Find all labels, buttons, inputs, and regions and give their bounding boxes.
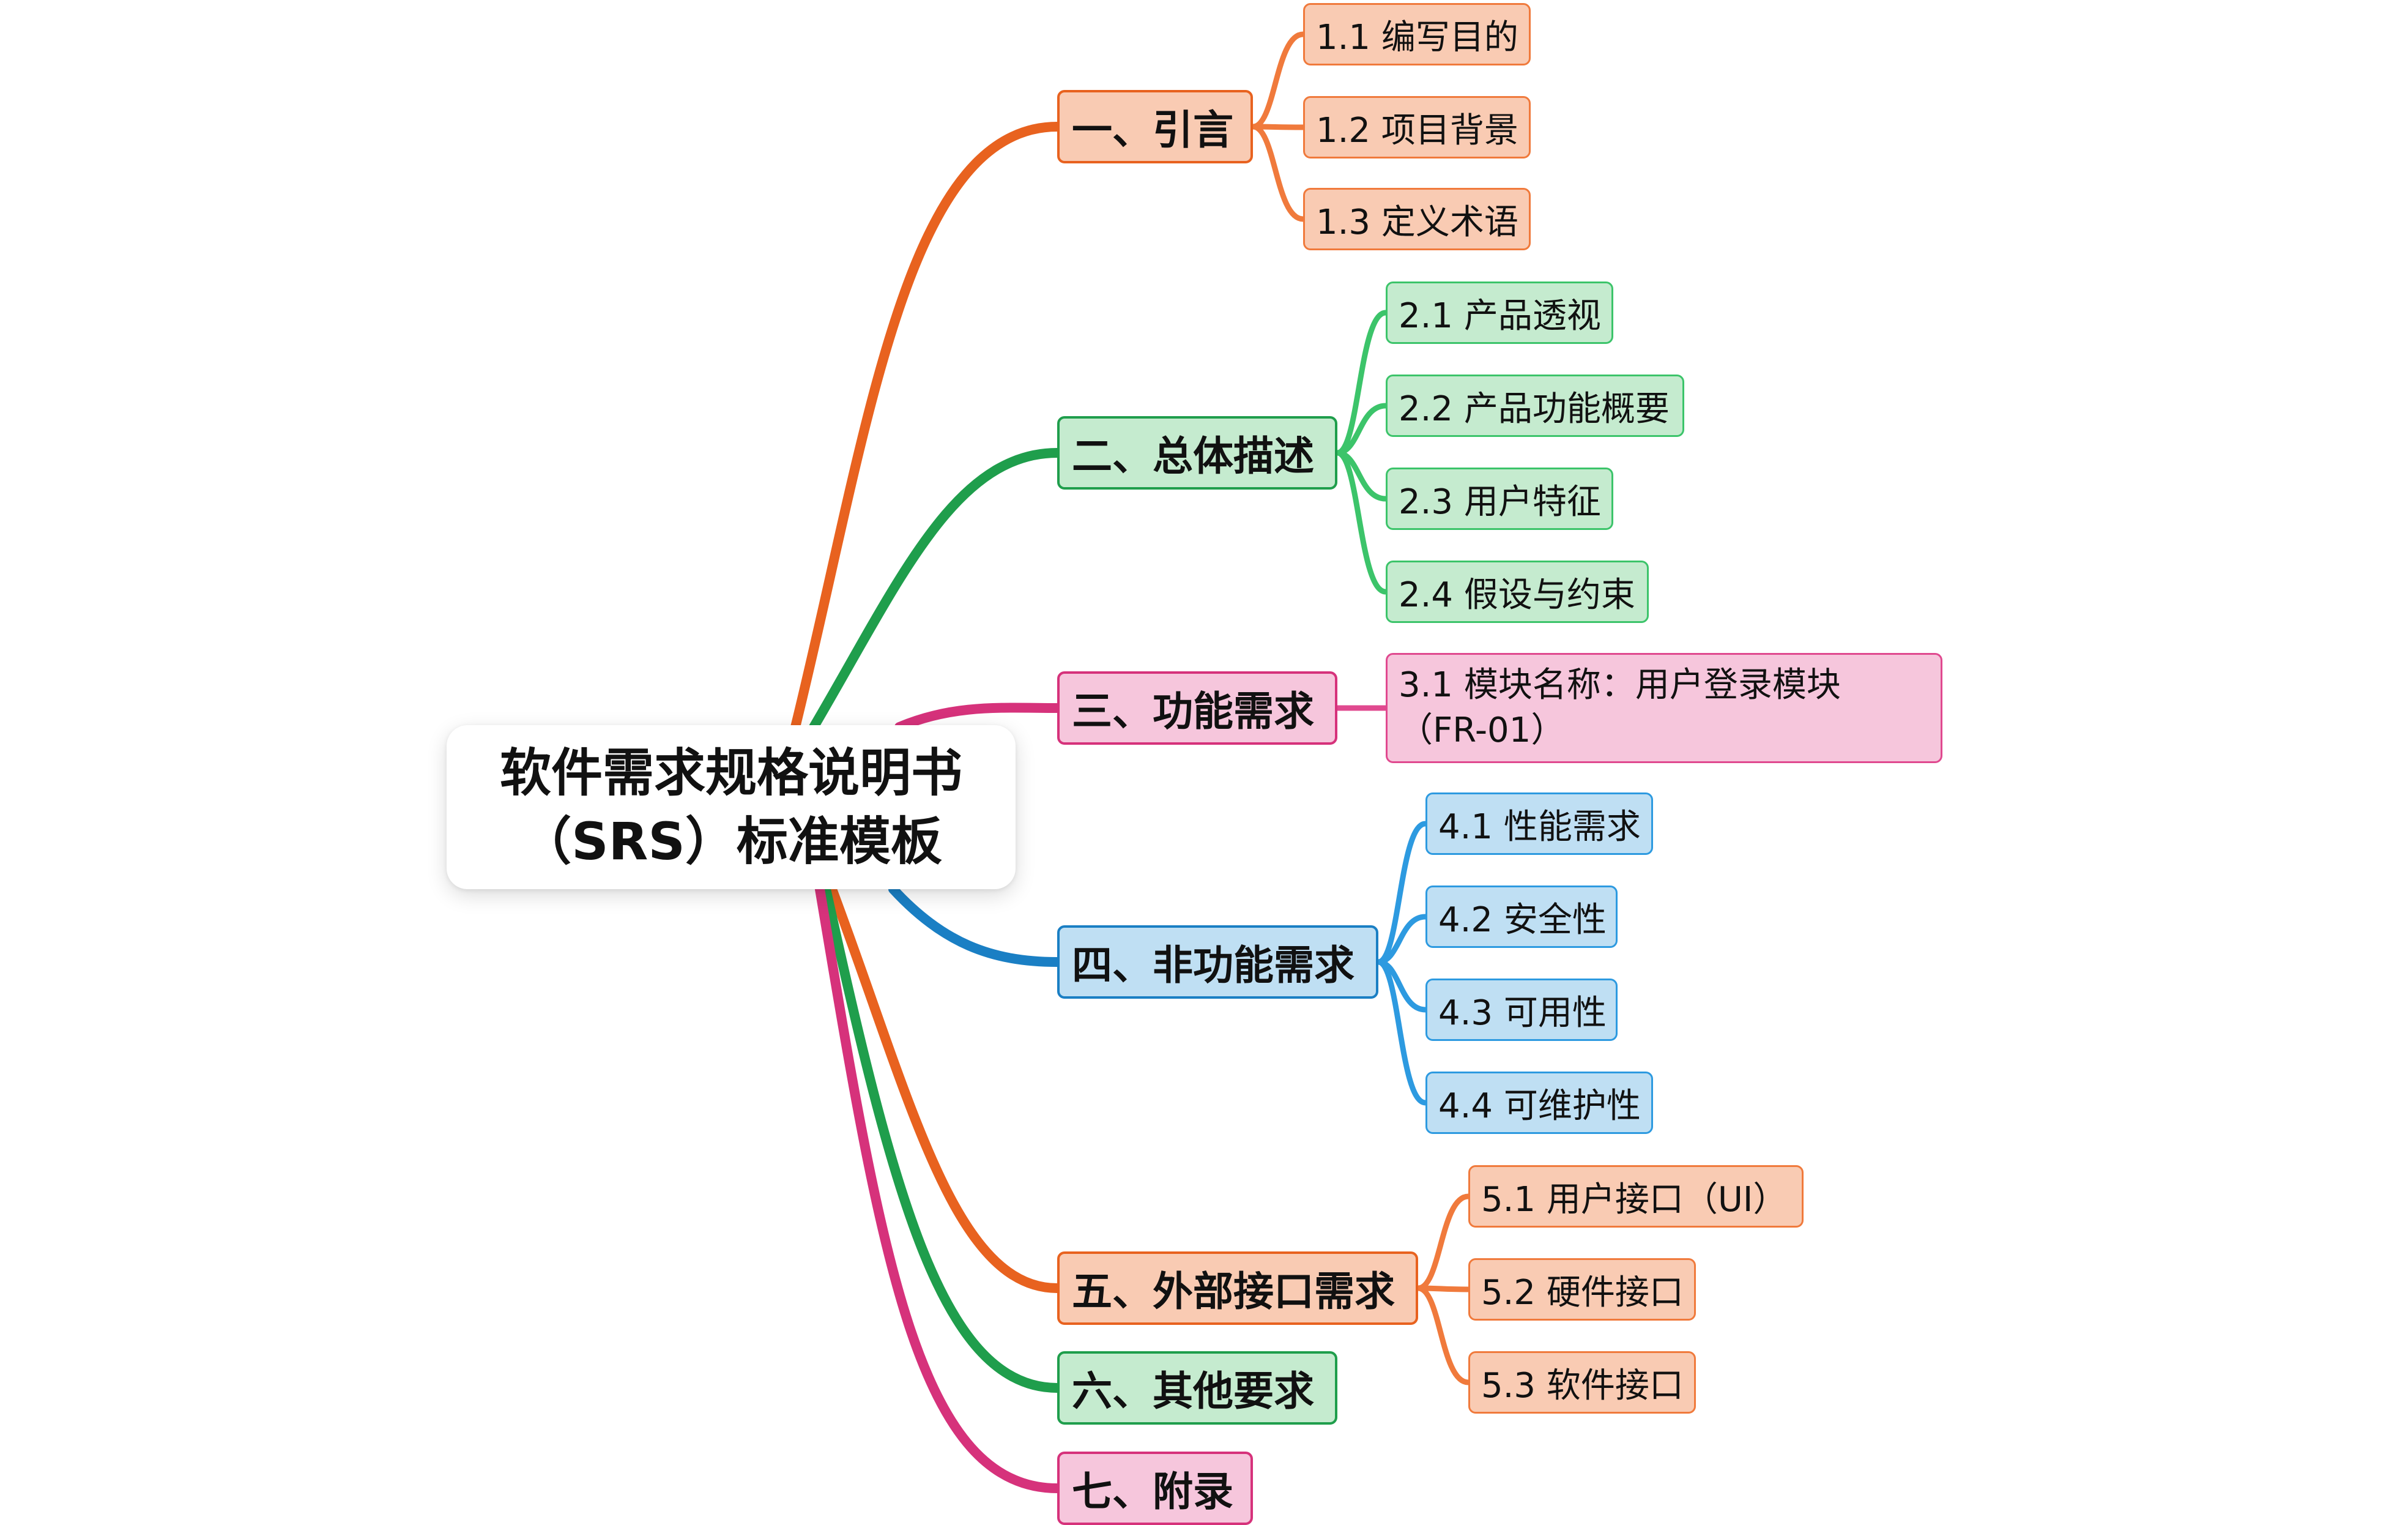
subtopic-label: 5.2 硬件接口 xyxy=(1481,1272,1684,1313)
subtopic-label: 2.4 假设与约束 xyxy=(1399,575,1635,615)
branch-label: 七、附录 xyxy=(1072,1468,1233,1515)
connector-branch-4-sub-4 xyxy=(1375,959,1429,1106)
connector-root-branch-4 xyxy=(888,884,1062,967)
connector-branch-4-sub-2 xyxy=(1375,914,1429,965)
branch-label: 四、非功能需求 xyxy=(1072,942,1354,989)
connector-branch-2-sub-1 xyxy=(1334,310,1389,456)
branch-label: 六、其他要求 xyxy=(1072,1368,1314,1415)
connector-root-branch-1 xyxy=(790,122,1062,732)
root-topic[interactable]: 软件需求规格说明书 （SRS）标准模板 xyxy=(447,725,1016,889)
subtopic-5-1[interactable]: 5.1 用户接口（UI） xyxy=(1468,1165,1804,1228)
branch-functional-requirements[interactable]: 三、功能需求 xyxy=(1057,671,1337,745)
subtopic-1-3[interactable]: 1.3 定义术语 xyxy=(1303,188,1531,250)
connector-root-branch-7 xyxy=(815,884,1062,1493)
connector-root-branch-5 xyxy=(827,884,1062,1293)
branch-external-interface-requirements[interactable]: 五、外部接口需求 xyxy=(1057,1251,1418,1325)
subtopic-2-3[interactable]: 2.3 用户特征 xyxy=(1386,468,1613,530)
connector-branch-1-sub-3 xyxy=(1250,124,1306,222)
subtopic-label: 4.4 可维护性 xyxy=(1438,1086,1641,1126)
subtopic-label-line-2: （FR-01） xyxy=(1399,710,1566,750)
branch-introduction[interactable]: 一、引言 xyxy=(1057,90,1253,163)
subtopic-label: 4.1 性能需求 xyxy=(1438,807,1641,847)
subtopic-2-4[interactable]: 2.4 假设与约束 xyxy=(1386,561,1649,623)
subtopic-5-3[interactable]: 5.3 软件接口 xyxy=(1468,1351,1696,1414)
subtopic-2-2[interactable]: 2.2 产品功能概要 xyxy=(1386,375,1684,437)
subtopic-label: 2.2 产品功能概要 xyxy=(1399,389,1670,429)
subtopic-1-1[interactable]: 1.1 编写目的 xyxy=(1303,3,1531,65)
connector-branch-5-sub-1 xyxy=(1415,1193,1471,1291)
root-title-line-2: （SRS）标准模板 xyxy=(520,811,942,871)
subtopic-label: 2.1 产品透视 xyxy=(1399,296,1601,336)
subtopic-label: 2.3 用户特征 xyxy=(1399,482,1601,522)
connector-branch-2-sub-4 xyxy=(1334,450,1389,595)
subtopic-label: 1.1 编写目的 xyxy=(1316,17,1518,58)
connector-branch-2-sub-2 xyxy=(1334,403,1389,456)
branch-label: 五、外部接口需求 xyxy=(1072,1268,1395,1315)
subtopic-1-2[interactable]: 1.2 项目背景 xyxy=(1303,96,1531,158)
subtopic-4-2[interactable]: 4.2 安全性 xyxy=(1425,886,1618,948)
connector-root-branch-2 xyxy=(809,448,1062,732)
branch-other-requirements[interactable]: 六、其他要求 xyxy=(1057,1351,1337,1425)
branch-appendix[interactable]: 七、附录 xyxy=(1057,1452,1253,1525)
branch-label: 三、功能需求 xyxy=(1072,688,1314,735)
subtopic-label-line-1: 3.1 模块名称：用户登录模块 xyxy=(1399,665,1841,705)
subtopic-4-1[interactable]: 4.1 性能需求 xyxy=(1425,792,1653,855)
subtopic-label: 4.2 安全性 xyxy=(1438,900,1607,940)
subtopic-label: 4.3 可用性 xyxy=(1438,993,1607,1033)
subtopic-5-2[interactable]: 5.2 硬件接口 xyxy=(1468,1258,1696,1321)
branch-label: 二、总体描述 xyxy=(1072,433,1314,480)
branch-label: 一、引言 xyxy=(1072,106,1233,154)
subtopic-2-1[interactable]: 2.1 产品透视 xyxy=(1386,282,1613,344)
branch-non-functional-requirements[interactable]: 四、非功能需求 xyxy=(1057,925,1378,999)
subtopic-label: 5.1 用户接口（UI） xyxy=(1481,1179,1788,1220)
subtopic-4-4[interactable]: 4.4 可维护性 xyxy=(1425,1072,1653,1134)
connector-root-branch-3 xyxy=(894,703,1062,732)
connector-branch-1-sub-1 xyxy=(1250,31,1306,130)
subtopic-label: 1.2 项目背景 xyxy=(1316,110,1518,151)
root-title-line-1: 软件需求规格说明书 xyxy=(499,743,962,803)
connector-branch-4-sub-1 xyxy=(1375,821,1429,965)
branch-overall-description[interactable]: 二、总体描述 xyxy=(1057,416,1337,490)
subtopic-4-3[interactable]: 4.3 可用性 xyxy=(1425,979,1618,1041)
subtopic-3-1[interactable]: 3.1 模块名称：用户登录模块 （FR-01） xyxy=(1386,653,1942,763)
subtopic-label: 1.3 定义术语 xyxy=(1316,202,1518,242)
connector-branch-5-sub-3 xyxy=(1415,1285,1471,1385)
subtopic-label: 5.3 软件接口 xyxy=(1481,1365,1684,1406)
connector-root-branch-6 xyxy=(821,884,1062,1393)
